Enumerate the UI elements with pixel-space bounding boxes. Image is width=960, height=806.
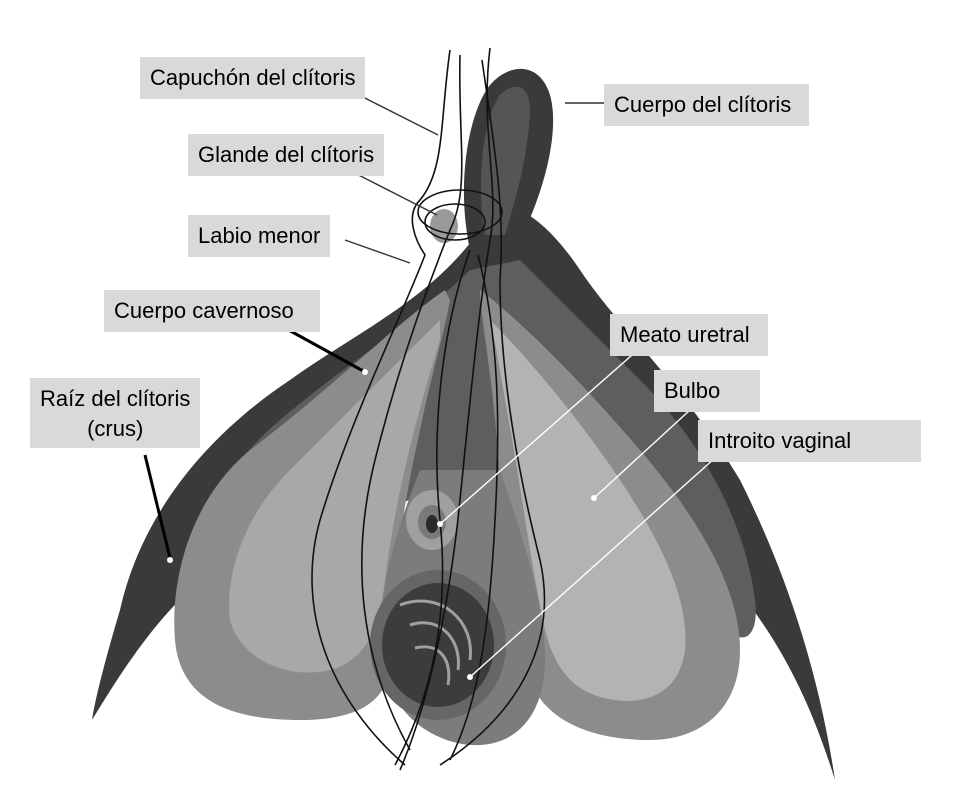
label-meato: Meato uretral — [610, 314, 768, 356]
label-cuerpo-cavernoso: Cuerpo cavernoso — [104, 290, 320, 332]
label-capuchon: Capuchón del clítoris — [140, 57, 366, 99]
leader-lines — [143, 87, 716, 678]
label-cuerpo-clitoris: Cuerpo del clítoris — [604, 84, 810, 126]
right-bulb-inner — [490, 320, 686, 701]
label-bulbo: Bulbo — [654, 370, 761, 412]
label-introito: Introito vaginal — [698, 420, 922, 462]
leader-dots — [167, 369, 597, 680]
label-raiz-line2: (crus) — [87, 416, 144, 441]
left-bulb-inner — [229, 320, 440, 673]
urethral-meatus-opening — [426, 515, 438, 533]
label-raiz: Raíz del clítoris (crus) — [30, 378, 201, 448]
labia-outlines — [311, 47, 546, 771]
label-raiz-line1: Raíz del clítoris — [40, 386, 191, 411]
label-labio-menor: Labio menor — [188, 215, 331, 257]
vaginal-introitus-folds — [399, 599, 472, 686]
glans-shape — [430, 209, 458, 243]
label-glande: Glande del clítoris — [188, 134, 385, 176]
